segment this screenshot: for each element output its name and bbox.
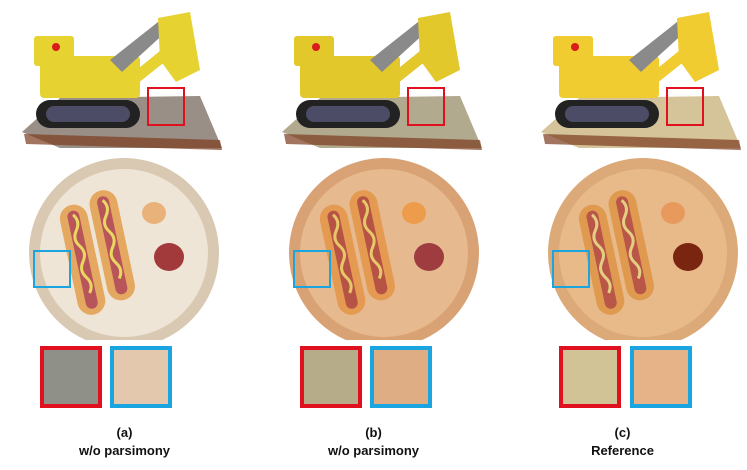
panel-b-label: (b) xyxy=(365,425,382,440)
loader-bucket xyxy=(158,12,200,82)
loader-light xyxy=(312,43,320,51)
panel-a-caption: (a) w/o parsimony xyxy=(0,424,249,460)
scene-group xyxy=(22,12,222,340)
panel-c: (c) Reference xyxy=(498,0,747,470)
ground-edge xyxy=(24,134,222,150)
loader-light xyxy=(52,43,60,51)
panel-a-crop-blue xyxy=(110,346,172,408)
panel-b-crop-red xyxy=(300,346,362,408)
loader-body xyxy=(559,56,659,98)
loader-arm xyxy=(370,22,428,72)
loader-crop-marker xyxy=(147,87,185,126)
hotdogs xyxy=(319,190,395,315)
loader-bucket xyxy=(418,12,460,82)
panel-c-crop-red xyxy=(559,346,621,408)
panel-a-scene xyxy=(22,12,222,340)
scene-group xyxy=(541,12,741,340)
loader-crop-marker xyxy=(407,87,445,126)
ketchup-blob xyxy=(154,243,184,271)
panel-b-scene xyxy=(282,12,482,340)
loader-cab xyxy=(553,36,593,66)
loader-cab xyxy=(294,36,334,66)
ground-edge xyxy=(543,134,741,150)
panel-b-crop-blue xyxy=(370,346,432,408)
hotdog-mustard xyxy=(590,213,612,294)
panel-c-label: (c) xyxy=(614,425,631,440)
sauce-blob xyxy=(402,202,426,224)
panel-a-crop-red xyxy=(40,346,102,408)
panel-c-subtitle: Reference xyxy=(591,443,654,458)
ketchup-blob xyxy=(414,243,444,271)
hotdogs xyxy=(59,190,135,315)
hotdogs xyxy=(578,190,654,315)
panel-b: (b) w/o parsimony xyxy=(249,0,498,470)
panel-a-label: (a) xyxy=(116,425,133,440)
panel-b-subtitle: w/o parsimony xyxy=(327,443,420,458)
panel-a-subtitle: w/o parsimony xyxy=(78,443,171,458)
loader-track-inner xyxy=(46,106,130,122)
panel-c-caption: (c) Reference xyxy=(498,424,747,460)
loader-body xyxy=(40,56,140,98)
hotdog-mustard xyxy=(361,199,383,280)
loader-bucket xyxy=(677,12,719,82)
loader-crop-marker xyxy=(666,87,704,126)
hotdog-mustard xyxy=(331,213,353,294)
panel-c-scene xyxy=(541,12,741,340)
panel-b-caption: (b) w/o parsimony xyxy=(249,424,498,460)
panel-c-crops xyxy=(498,346,747,418)
panel-a-crops xyxy=(0,346,249,418)
hotdog-mustard xyxy=(620,199,642,280)
plate-crop-marker xyxy=(33,250,71,288)
ketchup-blob xyxy=(673,243,703,271)
loader-cab xyxy=(34,36,74,66)
plate-crop-marker xyxy=(552,250,590,288)
scene-group xyxy=(282,12,482,340)
sauce-blob xyxy=(661,202,685,224)
loader-track-inner xyxy=(565,106,649,122)
loader-body xyxy=(300,56,400,98)
hotdog-mustard xyxy=(71,213,93,294)
plate-crop-marker xyxy=(293,250,331,288)
loader-light xyxy=(571,43,579,51)
loader-arm xyxy=(110,22,168,72)
panel-a: (a) w/o parsimony xyxy=(0,0,249,470)
sauce-blob xyxy=(142,202,166,224)
panel-c-crop-blue xyxy=(630,346,692,408)
loader-arm xyxy=(629,22,687,72)
hotdog-mustard xyxy=(101,199,123,280)
panel-b-crops xyxy=(249,346,498,418)
ground-edge xyxy=(284,134,482,150)
loader-track-inner xyxy=(306,106,390,122)
